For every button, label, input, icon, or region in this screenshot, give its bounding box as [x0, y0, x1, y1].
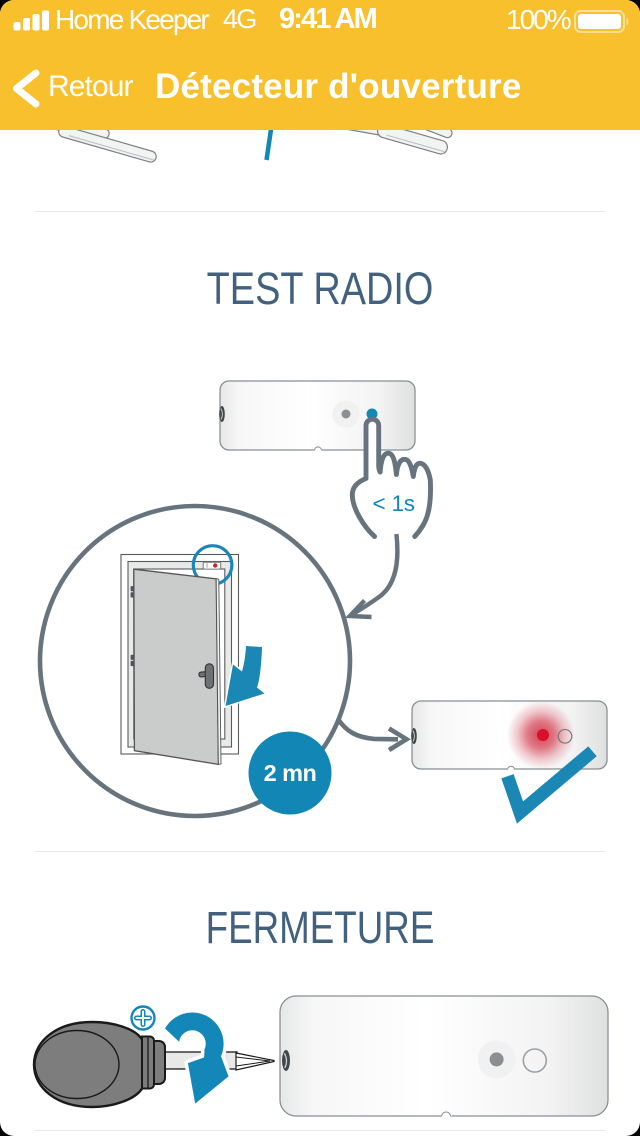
svg-text:< 1s: < 1s: [373, 491, 415, 516]
svg-text:2 mn: 2 mn: [264, 760, 317, 786]
